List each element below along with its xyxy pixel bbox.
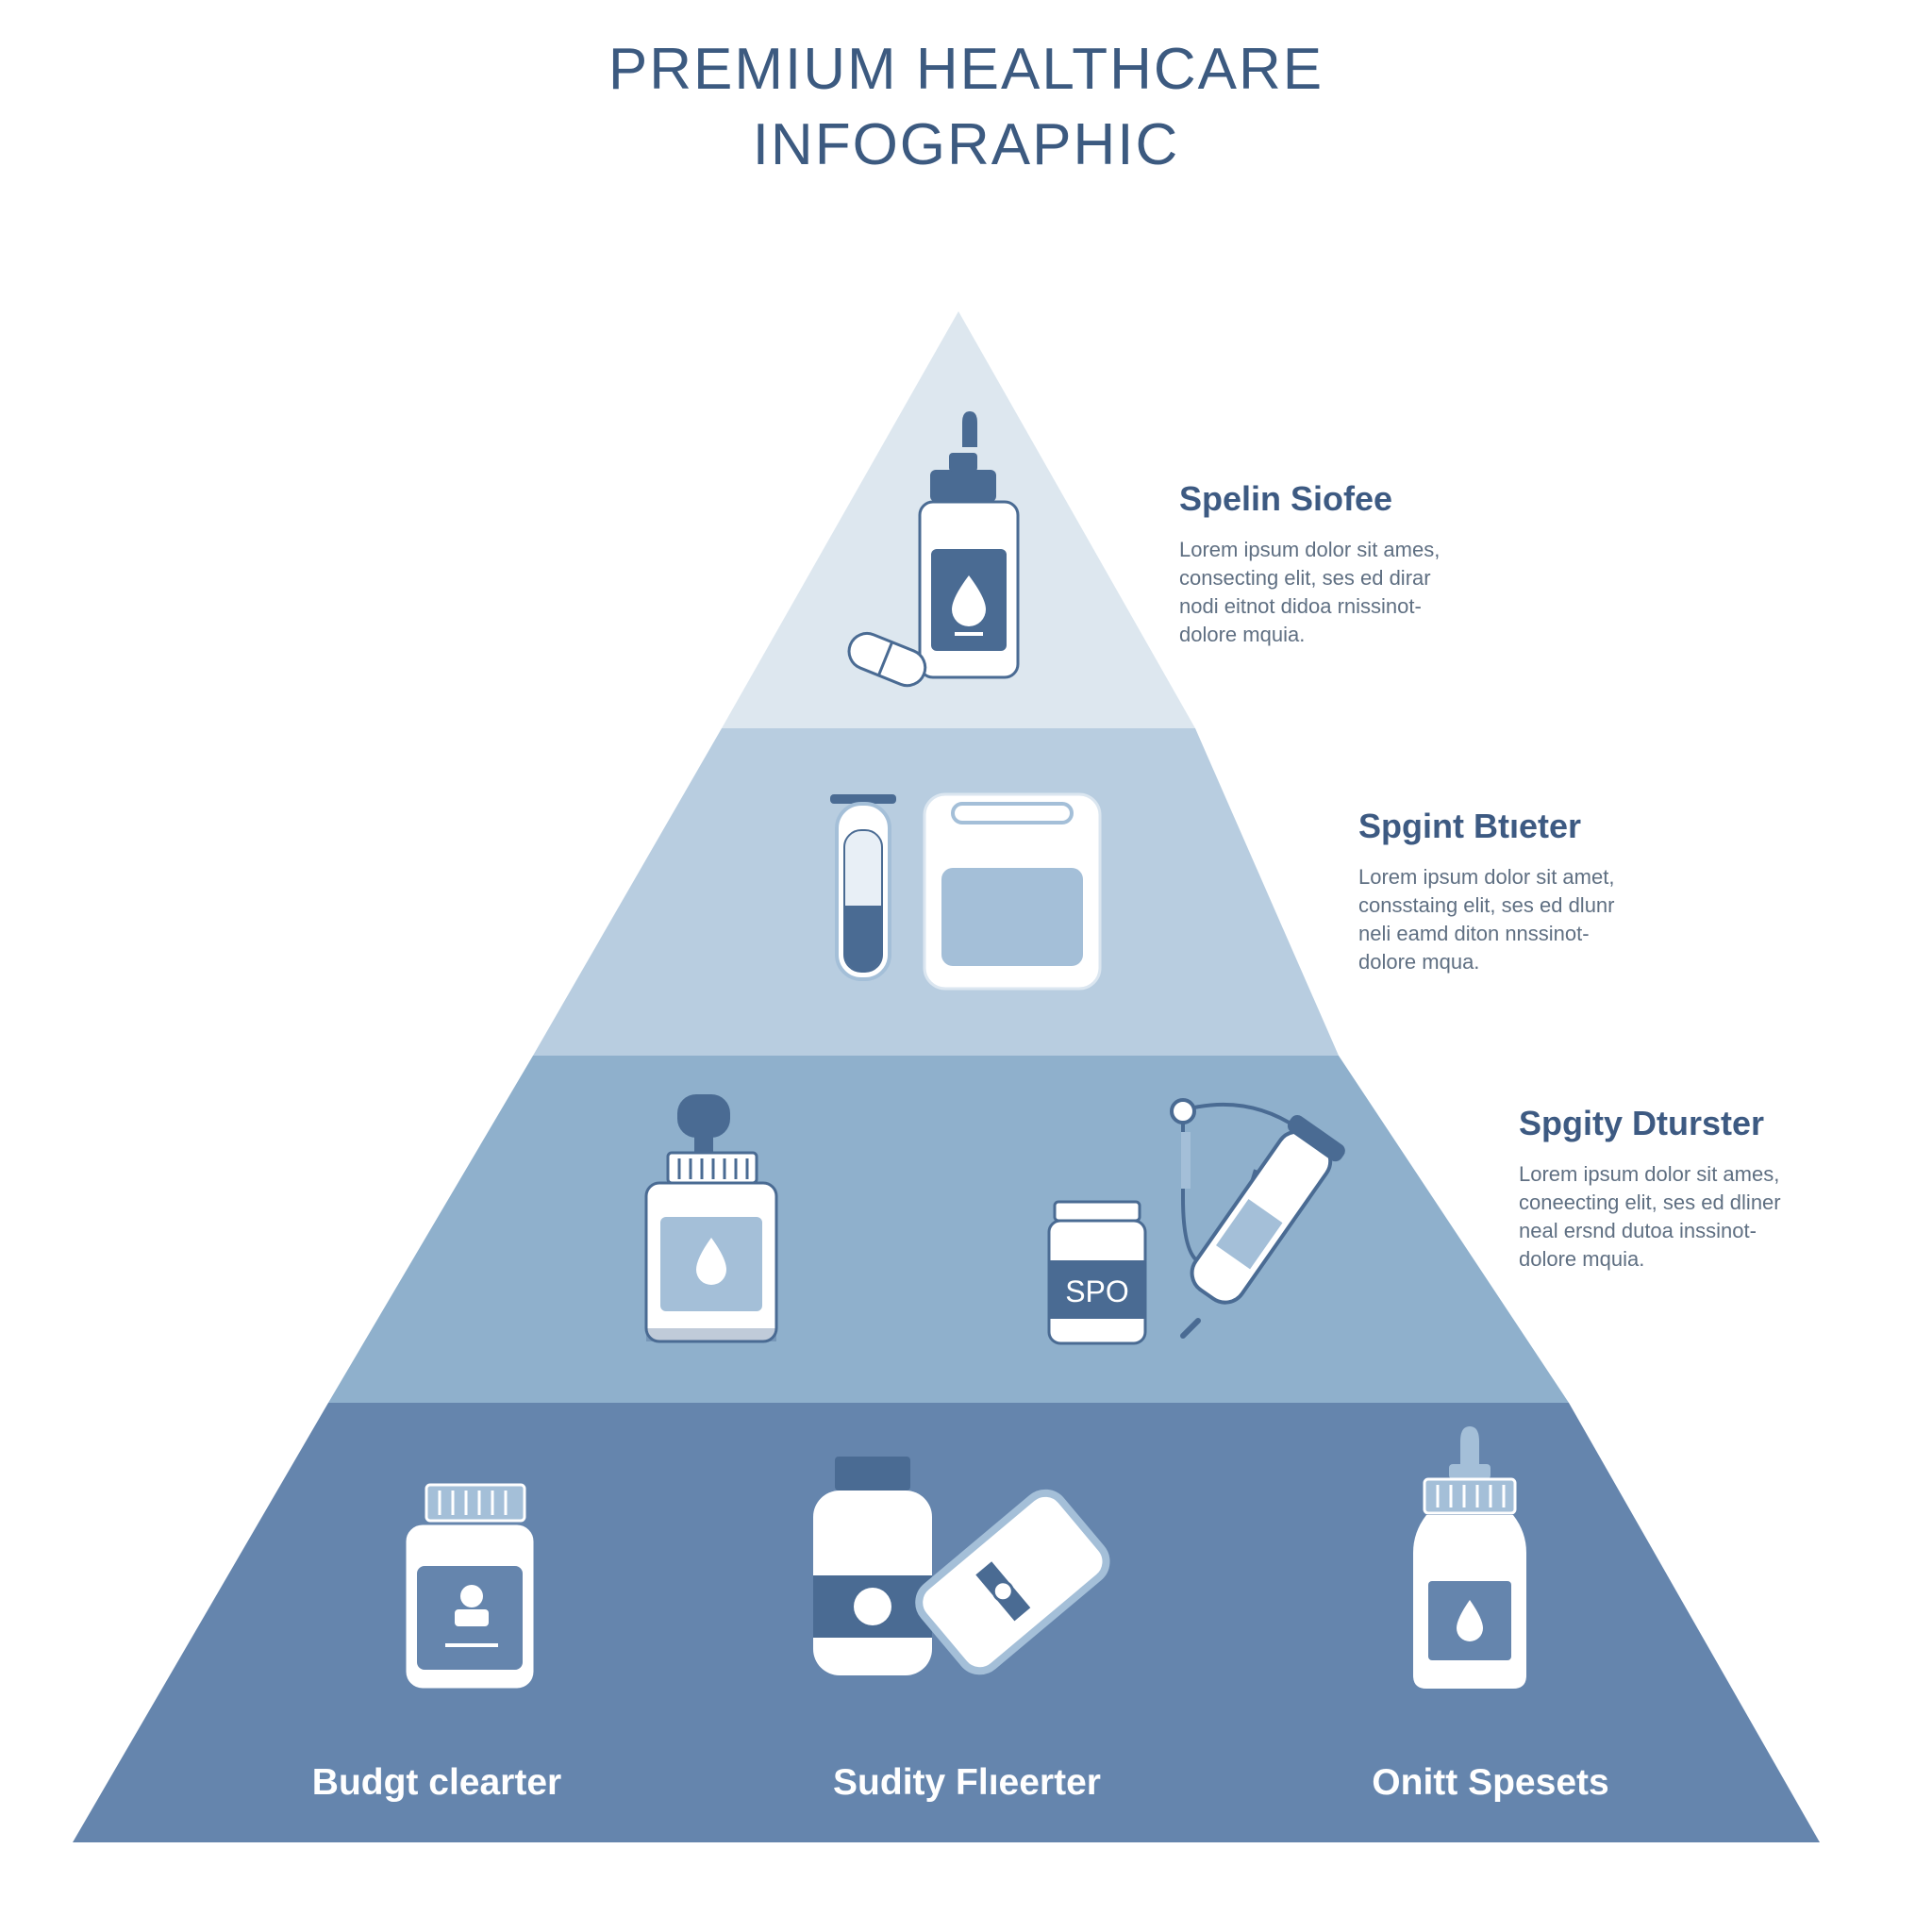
tier-3-heading: Spgity Dturster (1519, 1104, 1765, 1142)
tier-3-body: Lorem ipsum dolor sit ames, coneecting e… (1519, 1162, 1781, 1271)
medicine-bottle-icon (813, 1457, 932, 1675)
base-label-right: Onitt Spesets (1372, 1762, 1609, 1803)
pump-bottle-icon (644, 1094, 778, 1343)
jar-icon: SPO (1047, 1200, 1147, 1345)
tier-3-description: Spgity Dturster Lorem ipsum dolor sit am… (1519, 1104, 1830, 1274)
tier-2-heading: Spgint Btıeter (1358, 807, 1582, 845)
tier-2-description: Spgint Btıeter Lorem ipsum dolor sit ame… (1358, 807, 1670, 976)
dropper-bottle-icon (918, 411, 1020, 679)
page-title-line-2: INFOGRAPHIC (752, 112, 1180, 177)
page-title-line-1: PREMIUM HEALTHCARE (608, 37, 1324, 102)
capsule-icon (847, 631, 927, 688)
inhaler-icon (915, 1489, 1110, 1675)
tier-2-body: Lorem ipsum dolor sit amet, consstaing e… (1358, 865, 1615, 974)
tier-1-heading: Spelin Siofee (1179, 479, 1393, 518)
tier-1-description: Spelin Siofee Lorem ipsum dolor sit ames… (1179, 479, 1491, 649)
test-tube-icon (830, 794, 896, 981)
pill-bottle-icon (406, 1483, 534, 1689)
stethoscope-icon (1170, 1098, 1345, 1339)
tier-1-body: Lorem ipsum dolor sit ames, consecting e… (1179, 538, 1441, 646)
jar-label: SPO (1065, 1274, 1129, 1308)
pyramid-tier-3 (328, 1056, 1569, 1403)
base-label-center: Sudity Flıeerter (833, 1762, 1101, 1803)
medicine-box-icon (923, 792, 1102, 991)
base-label-left: Budgt clearter (311, 1762, 562, 1803)
dropper-bottle-icon (1413, 1426, 1526, 1689)
